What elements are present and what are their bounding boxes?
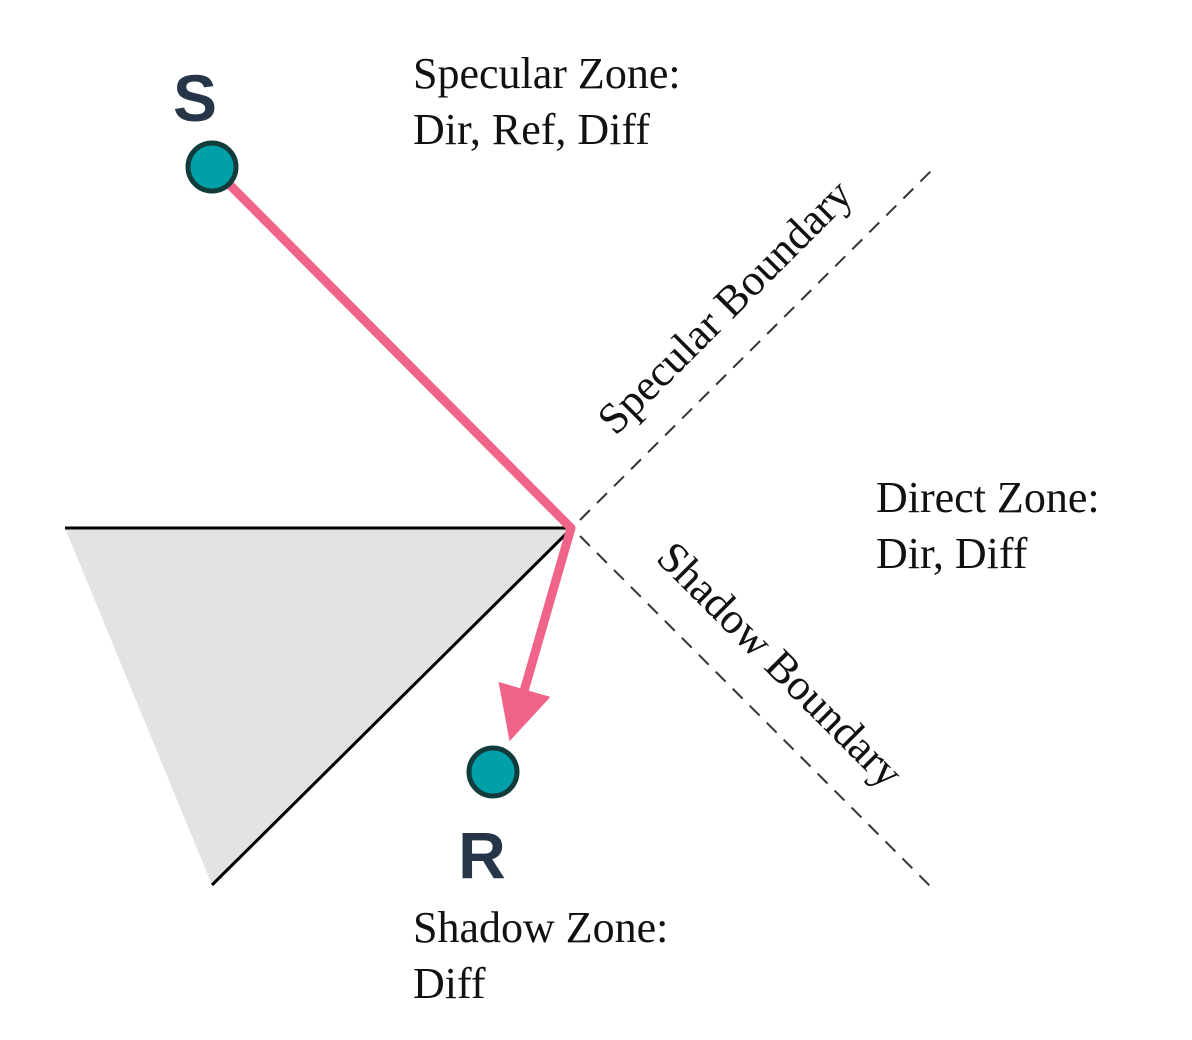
shadow-boundary-label: Shadow Boundary — [648, 532, 913, 797]
specular-zone-components: Dir, Ref, Diff — [413, 105, 650, 154]
shadow-zone-components: Diff — [413, 959, 486, 1008]
shadow-boundary-line — [579, 535, 933, 889]
wedge — [65, 528, 572, 885]
specular-zone-title: Specular Zone: — [413, 49, 681, 98]
diffracted-ray — [498, 523, 576, 742]
specular-boundary-label: Specular Boundary — [588, 170, 862, 444]
receiver-point — [466, 745, 520, 799]
direct-zone-title: Direct Zone: — [876, 473, 1100, 522]
shadow-zone-title: Shadow Zone: — [413, 903, 668, 952]
direct-zone-components: Dir, Diff — [876, 529, 1028, 578]
incident-ray — [207, 162, 576, 533]
source-point — [185, 140, 239, 194]
receiver-label: R — [458, 818, 506, 892]
wedge-bottom-face — [210, 526, 574, 887]
source-label: S — [173, 61, 217, 135]
specular-boundary-line — [579, 169, 933, 521]
